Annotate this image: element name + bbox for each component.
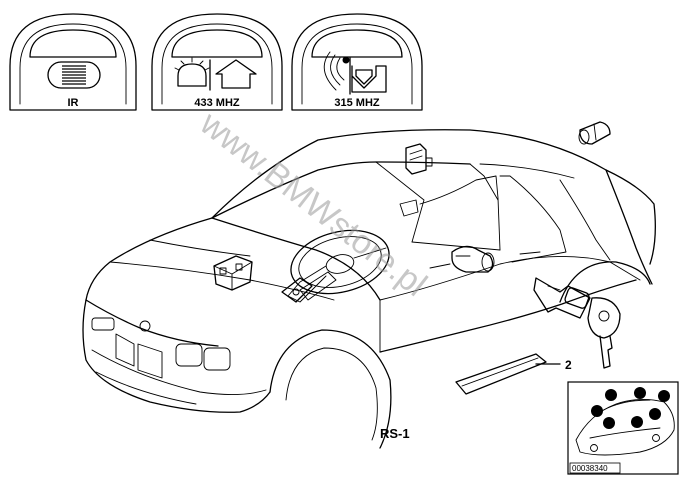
callout-number: 2 — [565, 358, 572, 372]
badge-433mhz-label: 433 MHZ — [194, 97, 240, 109]
badge-ir-label: IR — [68, 97, 79, 109]
car-illustration — [82, 129, 656, 449]
ir-grille-icon — [47, 61, 101, 89]
door-lock-cylinder-part — [451, 245, 495, 273]
radio-house-icon — [174, 57, 257, 91]
inset-code: 00038340 — [572, 464, 608, 473]
badge-ir: IR — [9, 13, 137, 111]
roof-sensor-part — [405, 143, 433, 175]
ignition-lock-part — [281, 271, 337, 303]
location-inset: 00038340 — [567, 381, 679, 475]
badge-433mhz: 433 MHZ — [151, 13, 283, 111]
section-label: RS-1 — [380, 426, 410, 441]
radio-signal-house-icon — [323, 51, 387, 95]
control-unit-part — [213, 255, 253, 291]
keys-part — [533, 277, 621, 369]
lock-cylinder-part — [578, 121, 611, 145]
trim-strip-part — [455, 353, 561, 395]
badge-315mhz-label: 315 MHZ — [334, 97, 380, 109]
badge-315mhz: 315 MHZ — [291, 13, 423, 111]
